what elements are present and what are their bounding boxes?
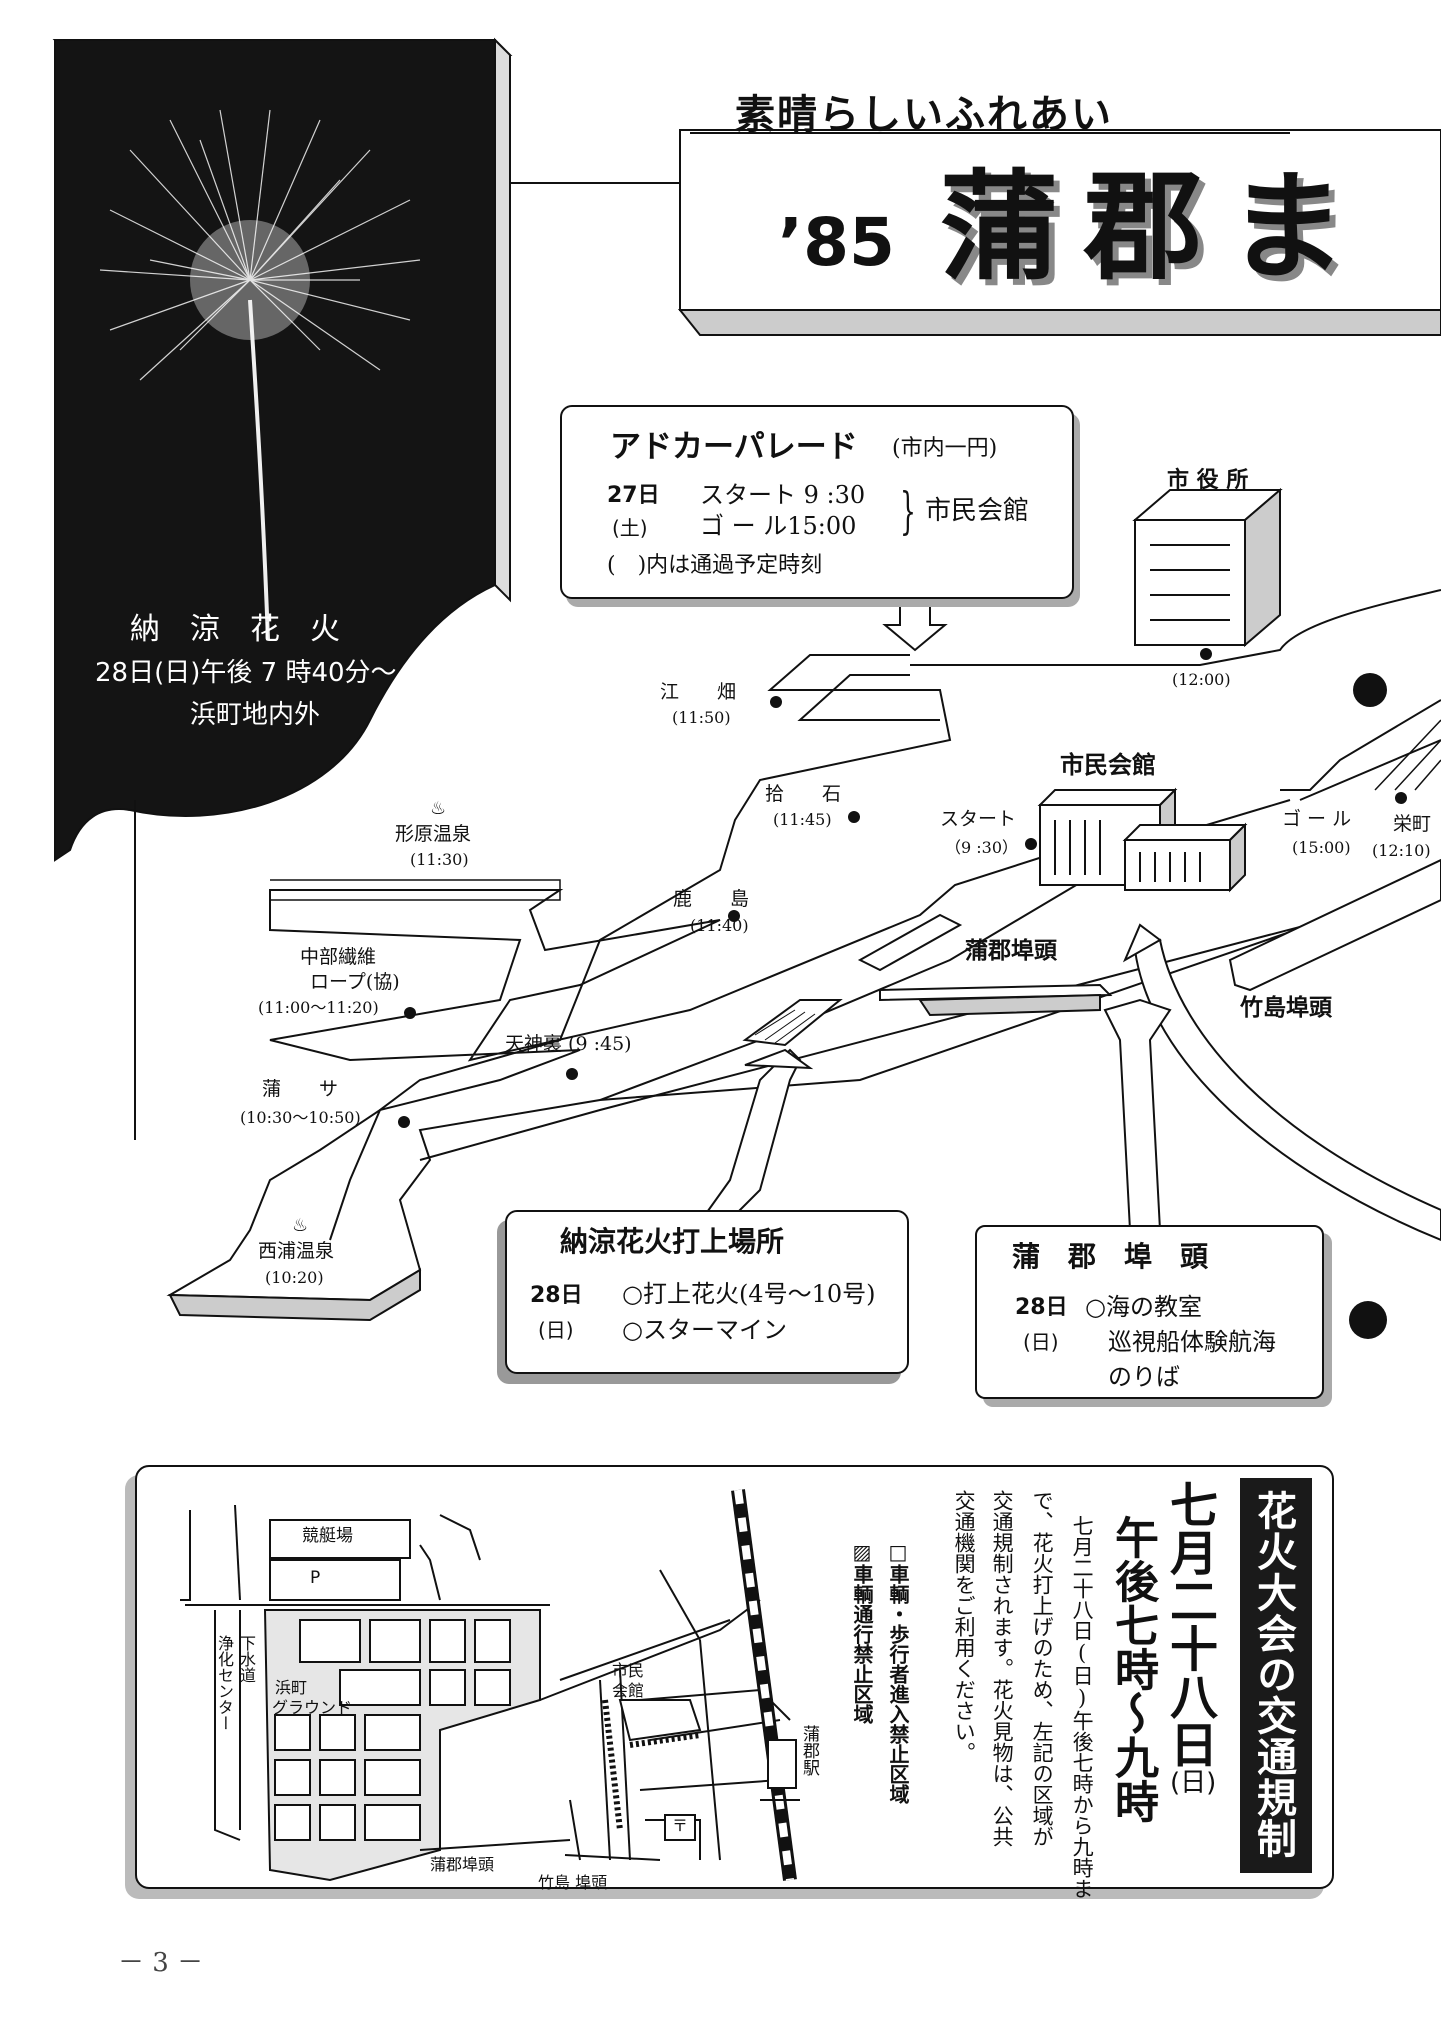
time-sakaemachi: (12:10) bbox=[1372, 841, 1431, 860]
parade-goal: ゴ ー ル15:00 bbox=[700, 512, 857, 540]
time-chubu: (11:00～11:20) bbox=[258, 998, 379, 1017]
label-start: スタート bbox=[940, 808, 1017, 830]
time-hiroishi: (11:45) bbox=[773, 810, 832, 829]
map-civic-2: 会館 bbox=[612, 1681, 645, 1700]
time-ebata: (11:50) bbox=[672, 708, 731, 727]
map-ground-1: 浜町 bbox=[275, 1678, 308, 1697]
map-post-icon: 〒 bbox=[672, 1816, 689, 1835]
label-chubu-1: 中部繊維 bbox=[300, 946, 377, 968]
map-boat-race: 競艇場 bbox=[302, 1526, 353, 1546]
label-takeshima-pier: 竹島埠頭 bbox=[1240, 995, 1332, 1021]
parade-title: アドカーパレード bbox=[610, 429, 858, 465]
onsen-icon-katahara: ♨ bbox=[430, 798, 447, 819]
label-hiroishi: 拾 石 bbox=[765, 783, 842, 805]
stop-start bbox=[1025, 838, 1037, 850]
launch-day-week: (日) bbox=[538, 1318, 574, 1342]
header-year: ’85 bbox=[778, 204, 895, 281]
time-nishiura: (10:20) bbox=[265, 1268, 324, 1287]
time-katahara: (11:30) bbox=[410, 850, 469, 869]
pier-item-1: ○海の教室 bbox=[1085, 1293, 1202, 1321]
traffic-body-4: 交通機関をご利用ください。 bbox=[952, 1490, 977, 1763]
stop-city-hall bbox=[1200, 648, 1212, 660]
fireworks-caption-date: 28日(日)午後 7 時40分～ bbox=[95, 658, 397, 688]
launch-day-num: 28日 bbox=[530, 1283, 583, 1308]
pier-info-box bbox=[975, 1225, 1324, 1399]
stop-gamasa bbox=[398, 1116, 410, 1128]
stop-kashima bbox=[728, 910, 740, 922]
launch-item-2: ○スターマイン bbox=[622, 1316, 787, 1344]
parade-route-map bbox=[52, 37, 1441, 1339]
map-station: 蒲郡駅 bbox=[799, 1725, 819, 1776]
map-civic-1: 市民 bbox=[612, 1661, 645, 1680]
parade-day-num: 27日 bbox=[607, 483, 660, 508]
stop-ebata bbox=[770, 696, 782, 708]
launch-item-1: ○打上花火(4号～10号) bbox=[622, 1280, 876, 1308]
label-chubu-2: ロープ(協) bbox=[310, 971, 400, 993]
parade-day-week: (土) bbox=[612, 516, 648, 540]
label-civic-hall: 市民会館 bbox=[1060, 751, 1156, 779]
map-ground-2: グラウンド bbox=[272, 1698, 353, 1717]
tagline: 素晴らしいふれあい bbox=[735, 91, 1113, 138]
time-gamasa: (10:30～10:50) bbox=[240, 1108, 361, 1127]
pier-item-3: のりば bbox=[1108, 1363, 1180, 1391]
legend-no-vehicles: ▨車輌通行禁止区域 bbox=[850, 1540, 874, 1724]
header-title: 蒲郡ま bbox=[940, 158, 1373, 296]
traffic-time: 午後七時～九時 bbox=[1107, 1515, 1158, 1823]
fireworks-caption-place: 浜町地内外 bbox=[190, 700, 321, 730]
label-gamasa: 蒲 サ bbox=[262, 1078, 339, 1100]
stop-chubu bbox=[404, 1007, 416, 1019]
label-kashima: 鹿 島 bbox=[673, 888, 750, 910]
legend-no-entry: □車輌・歩行者進入禁止区域 bbox=[886, 1540, 910, 1804]
traffic-date-dow: (日) bbox=[1170, 1768, 1217, 1798]
pier-day-num: 28日 bbox=[1015, 1295, 1068, 1320]
map-pier-1: 蒲郡埠頭 bbox=[430, 1855, 495, 1874]
pier-day-week: (日) bbox=[1023, 1330, 1059, 1354]
stop-sakaemachi bbox=[1395, 792, 1407, 804]
tagline-underline bbox=[690, 132, 1290, 134]
label-gamagori-pier: 蒲郡埠頭 bbox=[965, 938, 1057, 964]
parade-brace: } bbox=[899, 482, 916, 540]
fireworks-caption-title: 納 涼 花 火 bbox=[130, 612, 340, 647]
stop-hiroishi bbox=[848, 811, 860, 823]
pier-item-2: 巡視船体験航海 bbox=[1108, 1328, 1276, 1356]
page-number: － 3 － bbox=[118, 1948, 204, 1978]
parade-start: スタート 9 :30 bbox=[700, 481, 866, 509]
map-sewage-2: 浄化センター bbox=[215, 1635, 234, 1731]
time-goal: (15:00) bbox=[1292, 838, 1351, 857]
launch-title: 納涼花火打上場所 bbox=[560, 1225, 785, 1258]
map-sewage-1: 下水道 bbox=[237, 1635, 256, 1683]
label-sakaemachi: 栄町 bbox=[1393, 813, 1432, 835]
parade-note: ( )内は通過予定時刻 bbox=[607, 553, 823, 578]
pier-title: 蒲 郡 埠 頭 bbox=[1012, 1240, 1209, 1273]
traffic-body-3: 交通規制されます。花火見物は、公共 bbox=[990, 1490, 1015, 1847]
label-ebata: 江 畑 bbox=[660, 681, 737, 703]
fireworks-launch-box bbox=[505, 1210, 909, 1374]
parade-title-note: (市内一円) bbox=[892, 436, 998, 461]
label-nishiura: 西浦温泉 bbox=[258, 1240, 335, 1262]
label-katahara: 形原温泉 bbox=[395, 823, 472, 845]
onsen-icon-nishiura: ♨ bbox=[292, 1215, 309, 1236]
label-city-hall: 市 役 所 bbox=[1167, 468, 1249, 493]
map-parking: P bbox=[310, 1568, 321, 1588]
map-pier-2: 竹島 埠頭 bbox=[538, 1873, 608, 1892]
time-start: （9 :30） bbox=[945, 838, 1019, 857]
traffic-date: 七月二十八日 bbox=[1161, 1480, 1217, 1768]
time-city-hall: (12:00) bbox=[1172, 670, 1231, 689]
traffic-heading-box bbox=[1240, 1478, 1312, 1873]
traffic-body-1: 七月二十八日(日)午後七時から九時ま bbox=[1070, 1515, 1095, 1899]
label-goal: ゴ ー ル bbox=[1282, 808, 1352, 830]
traffic-body-2: で、花火打上げのため、左記の区域が bbox=[1030, 1490, 1055, 1847]
label-tenjinura: 天神裏 (9 :45) bbox=[505, 1033, 632, 1055]
stop-tenjinura bbox=[566, 1068, 578, 1080]
traffic-heading: 花火大会の交通規制 bbox=[1250, 1490, 1296, 1859]
parade-info-box bbox=[560, 405, 1074, 599]
parade-venue: 市民会館 bbox=[925, 496, 1030, 526]
